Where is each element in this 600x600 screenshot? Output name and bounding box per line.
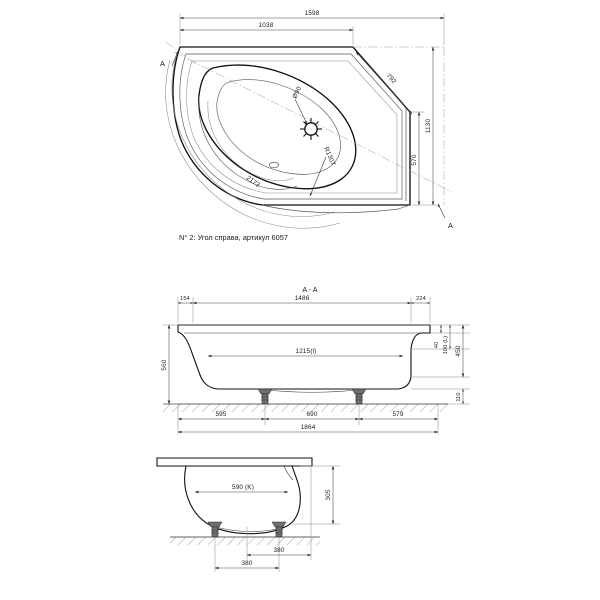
section-arrow-a-top (171, 50, 179, 67)
end-bowl-lip (283, 465, 294, 481)
end-foot-left (207, 521, 223, 538)
dim-label-1486: 1486 (295, 295, 310, 302)
bath-rim-diagonal (355, 50, 407, 201)
dim-label-1038: 1038 (259, 22, 274, 29)
dim-label-40: 40 (434, 342, 440, 348)
dim-label-560: 560 (161, 359, 168, 370)
dim-label-305: 305 (325, 489, 332, 500)
bath-outer-outline (172, 46, 411, 206)
section-ground-hatch (163, 404, 448, 412)
dim-label-380-inner: 380 (273, 547, 284, 554)
arc-2173-outer (165, 59, 341, 229)
section-mark-a-bottom: A (448, 221, 453, 230)
dim-label-579: 579 (392, 411, 403, 418)
section-foot-right (351, 388, 367, 405)
plan-view-group: Ø90 A A 1598 1038 792 1130 570 (160, 10, 453, 242)
section-bath-profile (177, 324, 431, 390)
overflow-hole (269, 161, 279, 169)
seat-contour (198, 95, 298, 190)
dim-label-1215: 1215(l) (296, 348, 317, 355)
dim-label-792: 792 (385, 73, 398, 86)
section-line-a (165, 41, 197, 65)
seat-contour-inner (207, 100, 295, 181)
dim-label-224: 224 (416, 296, 426, 302)
section-mark-a-top: A (160, 59, 165, 68)
end-rim-slab (156, 457, 313, 467)
dimline-792 (355, 51, 413, 115)
section-arrow-a-bottom (437, 203, 446, 219)
dim-label-154: 154 (180, 296, 190, 302)
drain-leader (294, 98, 308, 125)
dim-label-1130: 1130 (425, 119, 432, 134)
plan-centerline-diagonal (173, 51, 453, 193)
plan-caption: N° 2: Угол справа, артикул 6057 (179, 233, 288, 242)
end-foot-right (271, 521, 287, 538)
basin-bottom-ellipse (216, 79, 341, 175)
drain-cross-hatch (300, 118, 322, 140)
dim-label-1864: 1864 (301, 424, 316, 431)
dim-label-110: 110 (456, 392, 462, 401)
dim-label-1598: 1598 (305, 10, 320, 17)
bath-bottom-skirt (261, 204, 411, 214)
section-foot-left (257, 388, 273, 405)
bath-rim-offset-1 (179, 53, 403, 200)
dim-label-r1307: R1307 (322, 146, 336, 167)
dim-label-450: 450 (455, 345, 462, 356)
dim-label-380-outer: 380 (241, 560, 252, 567)
section-aa-group: A - A 154 1486 (161, 285, 470, 435)
end-view-group: 590 (K) 305 380 380 (156, 457, 340, 572)
basin-inner-outline (197, 64, 357, 190)
end-ground-hatch (170, 537, 320, 545)
dim-label-690: 690 (306, 411, 317, 418)
dim-label-570: 570 (411, 154, 418, 165)
arc-2173 (171, 56, 335, 217)
radius-leader (309, 156, 327, 197)
end-bowl-profile (184, 465, 301, 535)
section-aa-title: A - A (302, 285, 317, 294)
bath-rim-offset-2 (186, 60, 398, 194)
dim-label-590k: 590 (K) (232, 484, 254, 491)
drain-diameter-label: Ø90 (291, 85, 303, 100)
dim-label-595: 595 (215, 411, 226, 418)
section-floor-curve (267, 389, 356, 393)
dim-label-100l: 100 (L) (443, 336, 449, 354)
